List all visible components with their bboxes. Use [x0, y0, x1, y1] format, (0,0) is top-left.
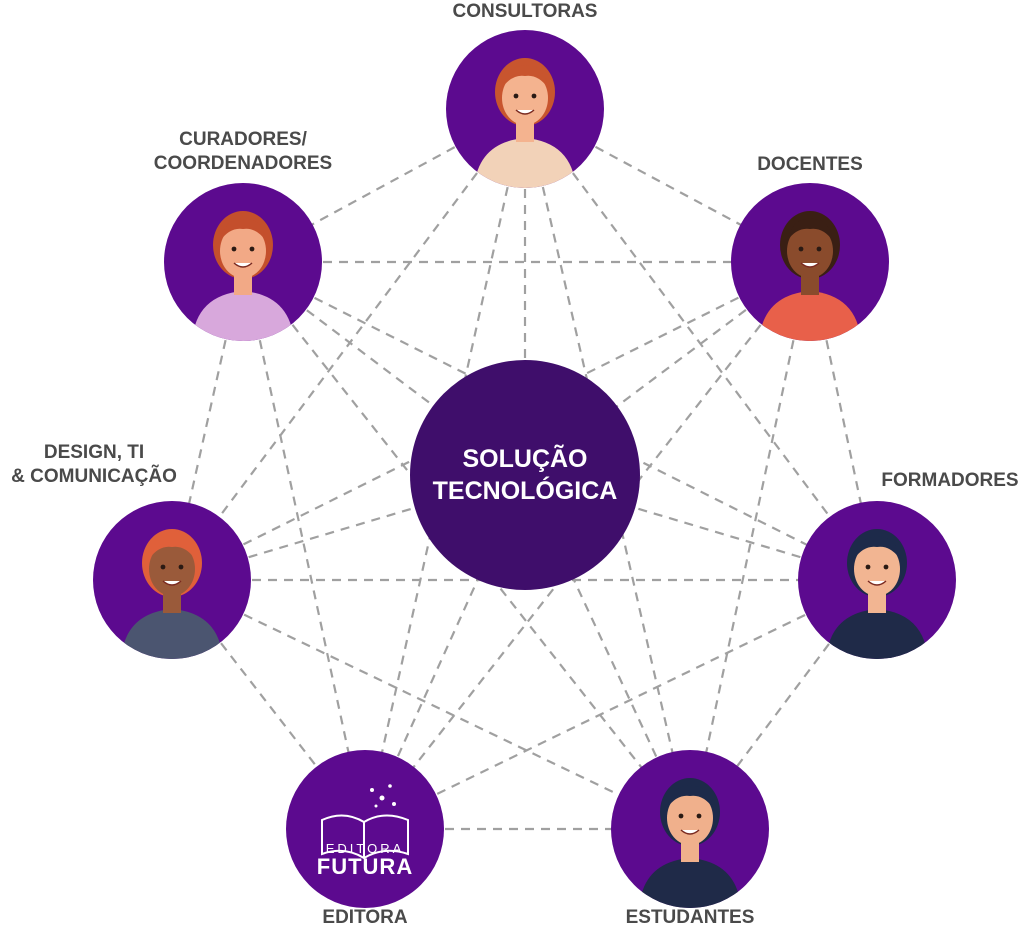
node-formadores: [798, 501, 956, 659]
center-label-line1: SOLUÇÃO: [462, 445, 588, 473]
center-label-line2: TECNOLÓGICA: [432, 477, 618, 505]
open-book-icon: [321, 784, 409, 860]
person-avatar-icon: [639, 778, 741, 908]
label-estudantes: ESTUDANTES: [625, 907, 755, 928]
connector-consultoras-design: [171, 108, 526, 581]
label-design: DESIGN, TI& COMUNICAÇÃO: [11, 442, 177, 487]
connector-docentes-estudantes: [688, 261, 812, 830]
person-avatar-icon: [121, 529, 223, 659]
label-curadores: CURADORES/COORDENADORES: [153, 129, 333, 174]
node-curadores: [164, 183, 322, 341]
node-docentes: [731, 183, 889, 341]
person-avatar-icon: [192, 211, 294, 341]
node-design: [93, 501, 251, 659]
connector-curadores-editora: [241, 261, 367, 830]
node-consultoras: [446, 30, 604, 188]
person-avatar-icon: [474, 58, 576, 188]
label-formadores: FORMADORES: [881, 470, 1019, 491]
person-avatar-icon: [759, 211, 861, 341]
label-editora: EDITORA: [322, 907, 408, 928]
logo-big-text: FUTURA: [316, 853, 414, 879]
label-consultoras: CONSULTORAS: [452, 1, 598, 22]
person-avatar-icon: [826, 529, 928, 659]
connector-curadores-estudantes: [242, 261, 691, 830]
node-estudantes: [611, 750, 769, 908]
center-node: SOLUÇÃO TECNOLÓGICA: [410, 360, 640, 590]
label-docentes: DOCENTES: [757, 154, 863, 175]
